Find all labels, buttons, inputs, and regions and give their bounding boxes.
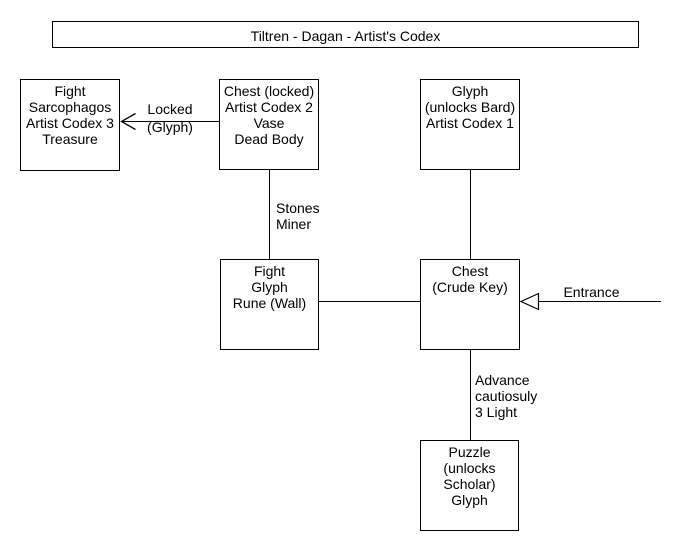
edge-label-locked-glyph: Locked (Glyph)	[140, 100, 200, 136]
node-text-line: Artist Codex 1	[426, 115, 514, 131]
node-treasure-room: Fight Sarcophagos Artist Codex 3 Treasur…	[20, 79, 120, 171]
edge-label-line: cautiosuly	[475, 388, 538, 404]
node-text-line: Rune (Wall)	[232, 295, 307, 311]
node-text-line: Artist Codex 3	[26, 115, 114, 131]
node-text-line: Chest (locked)	[223, 83, 315, 99]
node-text-line: Vase	[253, 115, 285, 131]
node-text-line: Dead Body	[234, 131, 304, 147]
edge-label-entrance: Entrance	[554, 284, 629, 300]
edge-label-stones-miner: Stones Miner	[276, 200, 320, 232]
node-text-line: Treasure	[42, 131, 98, 147]
edge-label-line: Locked	[147, 101, 193, 117]
node-text-line: Glyph	[451, 492, 488, 508]
edge-label-line: (Glyph)	[147, 119, 193, 135]
node-crude-key-chest-room: Chest (Crude Key)	[420, 259, 520, 350]
diagram-title: Tiltren - Dagan - Artist's Codex	[250, 28, 441, 44]
node-puzzle-scholar-room: Puzzle (unlocks Scholar) Glyph	[420, 440, 519, 531]
node-text-line: Puzzle	[448, 444, 491, 460]
node-text-line: Glyph	[251, 279, 288, 295]
node-text-line: (unlocks	[443, 460, 496, 476]
node-locked-chest-room: Chest (locked) Artist Codex 2 Vase Dead …	[219, 79, 319, 170]
edge-label-line: Stones	[276, 200, 320, 216]
node-text-line: Chest	[451, 263, 489, 279]
diagram-title-box: Tiltren - Dagan - Artist's Codex	[52, 21, 639, 48]
node-text-line: Sarcophagos	[28, 99, 112, 115]
arrowhead-open-triangle-left-icon	[519, 292, 540, 311]
node-text-line: Fight	[253, 263, 286, 279]
edge-label-line: 3 Light	[475, 404, 518, 420]
edge-label-advance-cautiously: Advance cautiosuly 3 Light	[475, 372, 537, 420]
node-glyph-bard-room: Glyph (unlocks Bard) Artist Codex 1	[420, 79, 520, 170]
node-text-line: Glyph	[451, 83, 489, 99]
arrowhead-open-v-left-icon	[120, 112, 136, 131]
node-text-line: Artist Codex 2	[225, 99, 313, 115]
node-text-line: (Crude Key)	[432, 279, 508, 295]
edge-label-line: Miner	[276, 216, 312, 232]
edge-label-line: Advance	[475, 372, 530, 388]
edge-label-line: Entrance	[563, 284, 620, 300]
node-text-line: Fight	[54, 83, 86, 99]
node-text-line: Scholar)	[443, 476, 496, 492]
node-fight-glyph-room: Fight Glyph Rune (Wall)	[220, 259, 319, 350]
node-text-line: (unlocks Bard)	[424, 99, 516, 115]
